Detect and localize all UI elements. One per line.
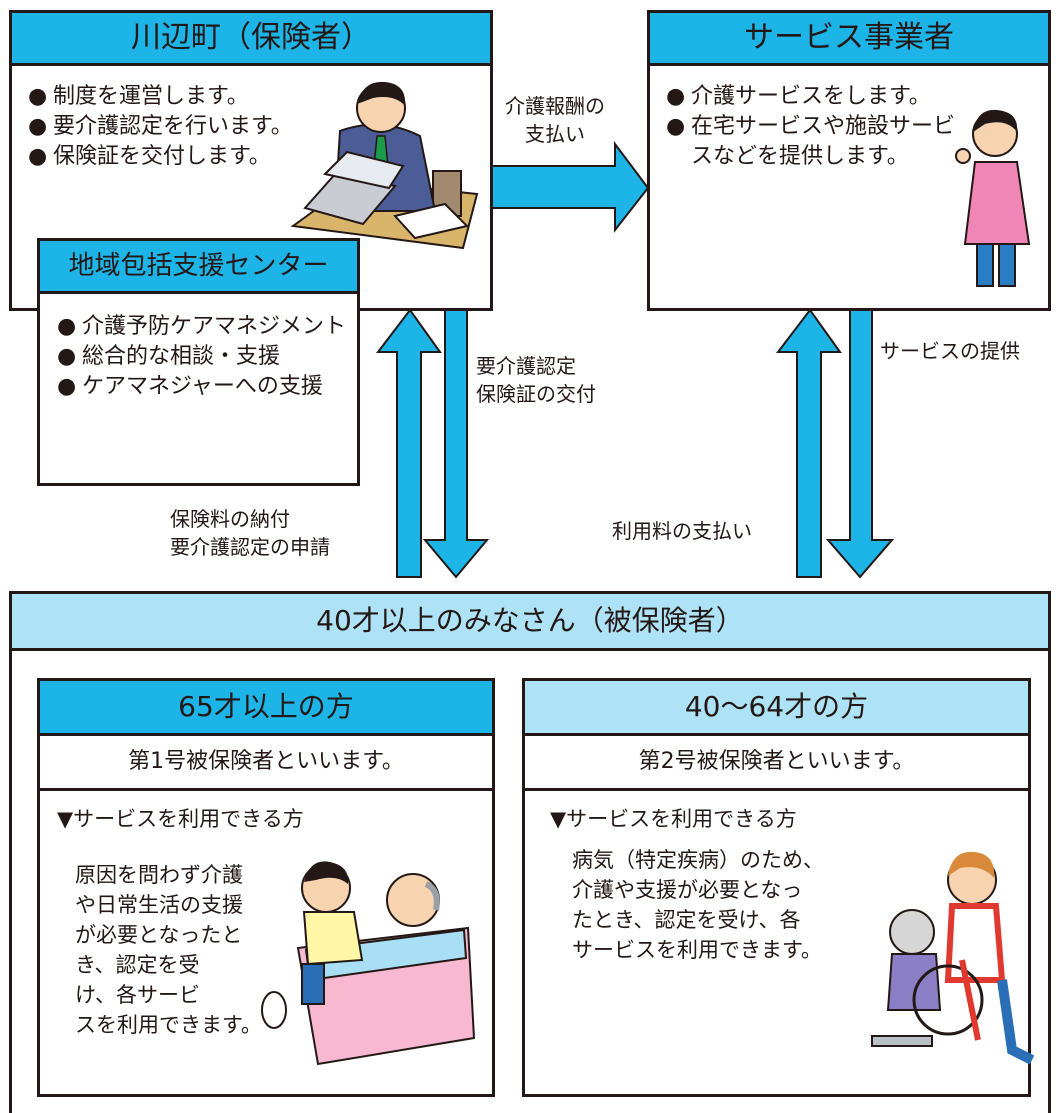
group1-title: 65才以上の方	[37, 678, 495, 736]
center-item: 介護予防ケアマネジメント	[57, 312, 347, 342]
insurer-item: 要介護認定を行います。	[28, 112, 348, 142]
insurer-title: 川辺町（保険者）	[9, 10, 493, 66]
center-title: 地域包括支援センター	[37, 238, 360, 294]
group1-heading: ▼サービスを利用できる方	[57, 807, 304, 831]
group1-body: 原因を問わず介護 や日常生活の支援 が必要となったと き、認定を受 け、各サービ…	[75, 863, 262, 1037]
center-list: 介護予防ケアマネジメント 総合的な相談・支援 ケアマネジャーへの支援	[57, 312, 347, 402]
group2-box	[522, 678, 1031, 1097]
label-premium: 保険料の納付 要介護認定の申請	[170, 507, 330, 559]
arrow-usagefee-up	[775, 308, 842, 578]
arrow-certification-down	[422, 309, 490, 579]
center-item: ケアマネジャーへの支援	[57, 372, 347, 402]
group2-body: 病気（特定疾病）のため、 介護や支援が必要となっ たとき、認定を受け、各 サービ…	[572, 848, 824, 962]
label-service-provision: サービスの提供	[880, 339, 1020, 363]
bathing-illustration	[261, 861, 476, 1066]
arrow-premium-up	[375, 308, 442, 578]
group2-title: 40〜64才の方	[522, 678, 1031, 736]
group2-subtitle: 第2号被保険者といいます。	[522, 733, 1031, 791]
label-certification: 要介護認定 保険証の交付	[476, 354, 596, 406]
provider-item: 在宅サービスや施設サービスなどを提供します。	[666, 112, 956, 172]
insurer-item: 制度を運営します。	[28, 82, 348, 112]
group2-heading: ▼サービスを利用できる方	[550, 807, 797, 831]
group1-subtitle: 第1号被保険者といいます。	[37, 733, 495, 791]
label-payment-fee: 介護報酬の 支払い	[505, 94, 605, 146]
caregiver-illustration	[955, 109, 1031, 287]
provider-title: サービス事業者	[647, 10, 1051, 66]
center-item: 総合的な相談・支援	[57, 342, 347, 372]
insured-title: 40才以上のみなさん（被保険者）	[9, 591, 1051, 651]
arrow-service-down	[825, 309, 895, 579]
wheelchair-illustration	[871, 851, 1034, 1065]
provider-list: 介護サービスをします。 在宅サービスや施設サービスなどを提供します。	[666, 82, 956, 172]
provider-item: 介護サービスをします。	[666, 82, 956, 112]
label-usage-fee: 利用料の支払い	[612, 519, 752, 543]
arrow-payment-right	[491, 141, 650, 233]
insurer-item: 保険証を交付します。	[28, 142, 348, 172]
office-worker-illustration	[290, 81, 479, 250]
insurer-list: 制度を運営します。 要介護認定を行います。 保険証を交付します。	[28, 82, 348, 172]
